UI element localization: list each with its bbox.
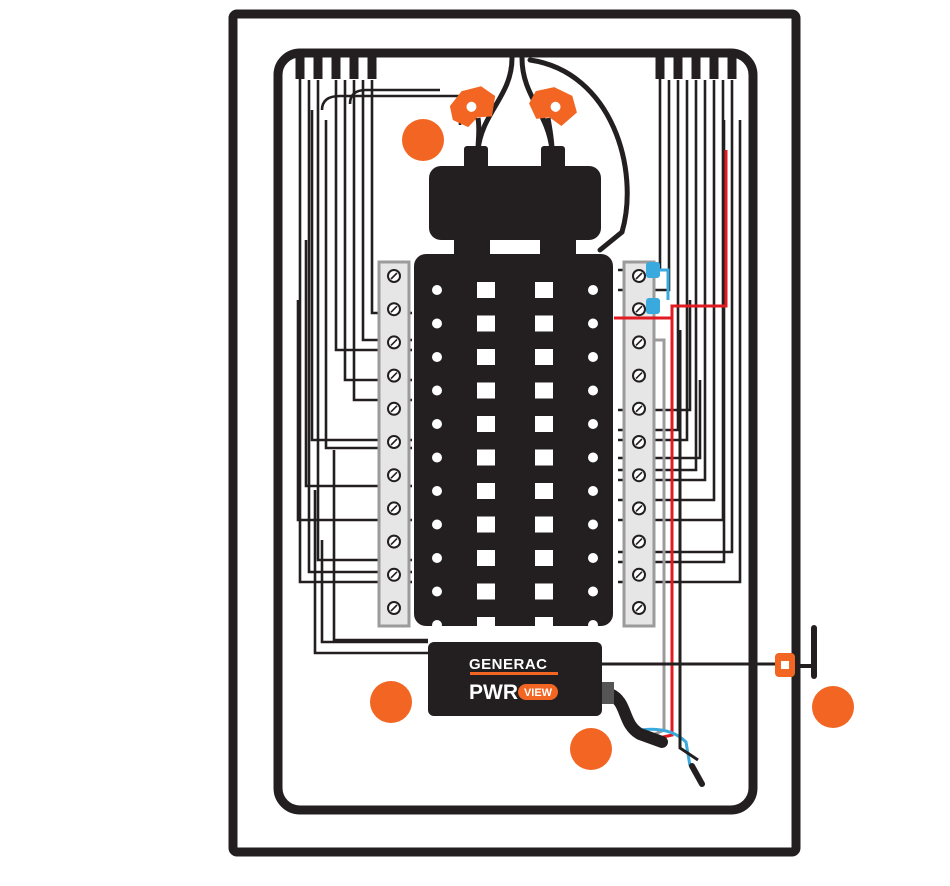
blue-connector-1 [646, 262, 660, 278]
ct-clamp-icon [525, 81, 582, 131]
breaker-slot [477, 584, 495, 600]
breaker-slot [477, 550, 495, 566]
breaker-slot [477, 349, 495, 365]
breaker-screw [588, 319, 598, 329]
generac-logo-text: GENERAC [469, 656, 548, 673]
view-logo-text: VIEW [524, 687, 553, 699]
breaker-slot [535, 584, 553, 600]
breaker-screw [588, 352, 598, 362]
blue-connector-2 [646, 298, 660, 314]
device-cable [610, 694, 662, 742]
pwrview-device [428, 642, 602, 716]
breaker-screw [432, 386, 442, 396]
breaker-screw [432, 319, 442, 329]
pwr-logo-text: PWR [469, 681, 518, 704]
top-terminals-right [660, 55, 732, 79]
breaker-slot [477, 483, 495, 499]
breaker-slot [535, 349, 553, 365]
breaker-slot [535, 383, 553, 399]
breaker-screw [432, 520, 442, 530]
ct-clamp-icon [775, 653, 795, 677]
breaker-slot [535, 450, 553, 466]
breaker-slot [535, 483, 553, 499]
breaker-screw [432, 587, 442, 597]
breaker-slot [477, 617, 495, 633]
device-port [602, 682, 614, 704]
breaker-slot [477, 383, 495, 399]
device-cable-tip [692, 766, 702, 784]
breaker-screw [588, 520, 598, 530]
breaker-slot [477, 416, 495, 432]
breaker-slot [477, 316, 495, 332]
breaker-screw [432, 453, 442, 463]
breaker-screw [588, 553, 598, 563]
main-breaker [429, 166, 601, 240]
breaker-screw [588, 386, 598, 396]
breaker-panel [414, 254, 613, 626]
breaker-screw [432, 352, 442, 362]
breaker-screw [588, 285, 598, 295]
breaker-slot [535, 617, 553, 633]
breaker-screw [588, 419, 598, 429]
breaker-screw [588, 486, 598, 496]
breaker-slot [477, 282, 495, 298]
breaker-slot [535, 416, 553, 432]
breaker-slot [477, 517, 495, 533]
step-marker-2 [370, 681, 412, 723]
step-marker-3 [570, 728, 612, 770]
ct-clamp-icon [445, 81, 502, 131]
breaker-screw [588, 453, 598, 463]
breaker-slot [535, 282, 553, 298]
breaker-screw [432, 620, 442, 630]
breaker-screw [432, 486, 442, 496]
breaker-screw [588, 587, 598, 597]
step-marker-4 [812, 686, 854, 728]
breaker-screw [432, 419, 442, 429]
breaker-screw [588, 620, 598, 630]
breaker-slot [535, 316, 553, 332]
main-wires-overlay [478, 118, 552, 150]
breaker-screw [432, 553, 442, 563]
breaker-slot [535, 517, 553, 533]
top-terminals-left [300, 55, 372, 79]
breaker-slot [477, 450, 495, 466]
breaker-slot [535, 550, 553, 566]
breaker-screw [432, 285, 442, 295]
step-marker-1 [402, 119, 444, 161]
generac-logo-underline [470, 672, 558, 675]
